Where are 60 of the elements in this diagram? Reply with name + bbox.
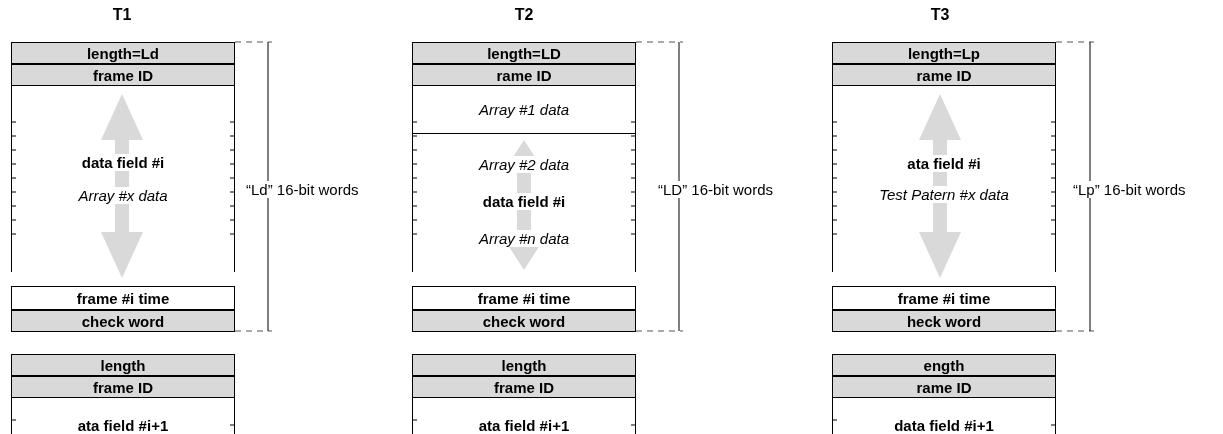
array-label: Array #x data (78, 187, 168, 204)
field-label: ata field #i (907, 155, 981, 172)
field-label: frame #i time (897, 289, 991, 307)
field-bar (412, 376, 636, 398)
dimension-label: “LD” 16-bit words (658, 181, 774, 198)
data-field-region (832, 398, 1056, 434)
column-title: T3 (930, 6, 950, 24)
field-bar (412, 310, 636, 332)
field-bar (412, 42, 636, 64)
field-bar (11, 42, 235, 64)
field-label: length=LD (487, 44, 561, 62)
field-bar (832, 376, 1056, 398)
field-label: frame ID (93, 66, 153, 84)
dimension-label: “Lp” 16-bit words (1073, 181, 1186, 198)
data-field-region (11, 398, 235, 434)
field-label: check word (81, 312, 165, 330)
field-bar (11, 310, 235, 332)
field-bar (832, 354, 1056, 376)
data-field-region (832, 86, 1056, 272)
field-label: rame ID (916, 66, 972, 84)
field-bar (832, 64, 1056, 86)
field-label: ata field #i+1 (478, 417, 570, 434)
field-label: length=Ld (86, 44, 160, 62)
field-label: heck word (906, 312, 982, 330)
field-bar (11, 286, 235, 310)
field-bar (412, 64, 636, 86)
column-title: T2 (514, 6, 534, 24)
field-bar (11, 354, 235, 376)
field-label: frame ID (93, 378, 153, 396)
field-bar (412, 354, 636, 376)
data-field-region (11, 86, 235, 272)
field-bar (11, 64, 235, 86)
array-label: Test Patern #x data (879, 186, 1009, 203)
data-field-region (412, 134, 636, 272)
field-label: data field #i+1 (894, 417, 994, 434)
field-bar (832, 310, 1056, 332)
field-label: ength (923, 356, 965, 374)
field-label: rame ID (916, 378, 972, 396)
field-label: length=Lp (907, 44, 981, 62)
field-bar (832, 42, 1056, 64)
field-label: frame #i time (477, 289, 571, 307)
column-title: T1 (112, 6, 132, 24)
array-section (412, 86, 636, 134)
field-label: length (501, 356, 547, 374)
field-label: length (100, 356, 146, 374)
field-label: rame ID (496, 66, 552, 84)
array-label: Array #n data (478, 230, 570, 247)
field-bar (11, 376, 235, 398)
field-label: frame #i time (76, 289, 170, 307)
array-label: Array #2 data (478, 156, 570, 173)
field-label: data field #i (81, 154, 165, 171)
field-bar (412, 286, 636, 310)
dimension-label: “Ld” 16-bit words (246, 181, 359, 198)
data-field-region (412, 398, 636, 434)
field-bar (832, 286, 1056, 310)
field-label: check word (482, 312, 566, 330)
field-label: frame ID (494, 378, 554, 396)
field-label: ata field #i+1 (77, 417, 169, 434)
field-label: data field #i (482, 193, 566, 210)
array-label: Array #1 data (478, 101, 570, 118)
